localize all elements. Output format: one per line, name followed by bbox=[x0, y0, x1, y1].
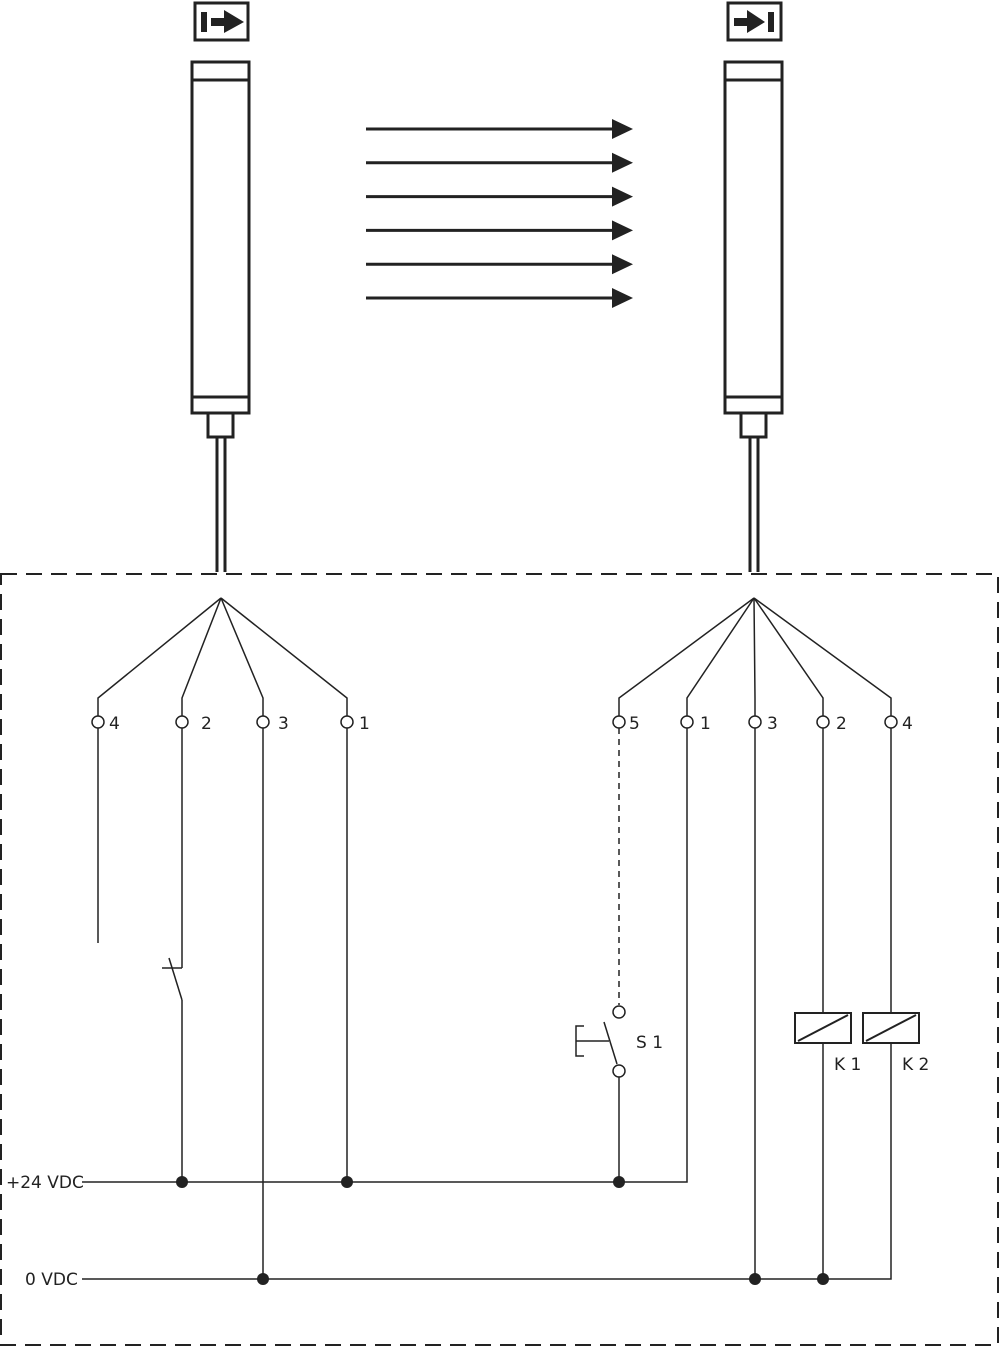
terminal-emitter-4 bbox=[91, 715, 105, 729]
arrowhead-icon bbox=[612, 152, 633, 173]
arrowhead-icon bbox=[612, 186, 633, 207]
rail-label-positive: +24 VDC bbox=[6, 1173, 84, 1193]
control-cabinet-boundary bbox=[0, 573, 999, 1346]
pin-label: 3 bbox=[767, 714, 778, 734]
emitter-symbol-icon bbox=[193, 1, 250, 42]
terminal-receiver-3 bbox=[748, 715, 762, 729]
pin-label: 5 bbox=[629, 714, 640, 734]
emitter-cable-fan bbox=[97, 597, 348, 716]
arrowhead-icon bbox=[612, 254, 633, 275]
receiver-light-curtain bbox=[723, 60, 784, 572]
terminal-receiver-4 bbox=[884, 715, 898, 729]
receiver-symbol-icon bbox=[726, 1, 783, 42]
terminal-emitter-2 bbox=[175, 715, 189, 729]
relay-k1-coil bbox=[794, 1012, 852, 1044]
pin-label: 1 bbox=[700, 714, 711, 734]
pin-label: 2 bbox=[201, 714, 212, 734]
pin-label: 2 bbox=[836, 714, 847, 734]
terminal-receiver-1 bbox=[680, 715, 694, 729]
rail-label-zero: 0 VDC bbox=[25, 1270, 78, 1290]
switch-label: S 1 bbox=[636, 1033, 663, 1053]
receiver-cable-fan bbox=[618, 597, 892, 716]
pin-label: 4 bbox=[109, 714, 120, 734]
relay-label-k2: K 2 bbox=[902, 1055, 929, 1075]
terminal-receiver-2 bbox=[816, 715, 830, 729]
terminal-emitter-3 bbox=[256, 715, 270, 729]
light-beams bbox=[366, 119, 633, 308]
relay-k2-coil bbox=[862, 1012, 920, 1044]
pin-label: 3 bbox=[278, 714, 289, 734]
terminal-emitter-1 bbox=[340, 715, 354, 729]
wiring bbox=[82, 728, 892, 1280]
arrowhead-icon bbox=[612, 220, 633, 241]
pin-label: 4 bbox=[902, 714, 913, 734]
arrowhead-icon bbox=[612, 119, 633, 139]
arrowhead-icon bbox=[612, 288, 633, 308]
terminal-receiver-5 bbox=[612, 715, 626, 729]
junction-dots bbox=[176, 1176, 829, 1285]
pin-label: 1 bbox=[359, 714, 370, 734]
relay-label-k1: K 1 bbox=[834, 1055, 861, 1075]
emitter-light-curtain bbox=[190, 60, 251, 572]
